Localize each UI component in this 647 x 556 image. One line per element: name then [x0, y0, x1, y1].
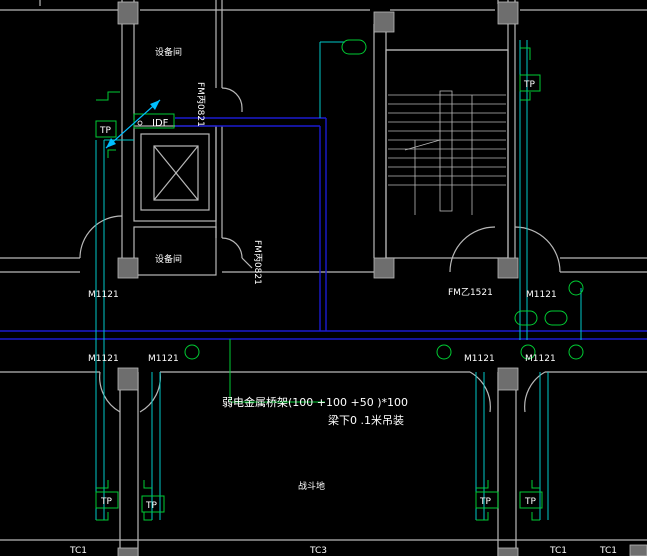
idf-cabinet: [105, 99, 175, 149]
label-door-m-left-upper: M1121: [88, 290, 119, 300]
label-hall: 战斗地: [298, 480, 325, 492]
label-door-m-lower-3: M1121: [464, 354, 495, 364]
stair-treads: [388, 90, 506, 215]
label-tp-lower-2: TP: [145, 501, 157, 511]
label-tray-note-line2: 梁下0 .1米吊装: [328, 413, 404, 427]
label-tp-upper-left: TP: [99, 126, 111, 136]
label-door-fm-top: FM丙0821: [195, 82, 206, 127]
label-door-fm-stair: FM乙1521: [448, 287, 493, 298]
device-lines: [96, 39, 584, 521]
label-idf: IDF: [152, 118, 169, 129]
tp-outlets: [95, 74, 543, 513]
label-tray-note-line1: 弱电金属桥架(100 +100 +50 )*100: [222, 395, 408, 409]
label-tc-2: TC3: [309, 546, 327, 556]
label-door-fm-bottom: FM丙0821: [252, 240, 263, 285]
label-tp-upper-right: TP: [523, 80, 535, 90]
label-tp-lower-4: TP: [524, 497, 536, 507]
label-equipment-room-top: 设备间: [155, 46, 182, 58]
label-tc-1: TC1: [69, 546, 87, 556]
label-door-m-lower-4: M1121: [525, 354, 556, 364]
label-tc-4: TC1: [599, 546, 617, 556]
label-door-m-lower-1: M1121: [88, 354, 119, 364]
label-door-m-lower-2: M1121: [148, 354, 179, 364]
columns: [117, 1, 647, 556]
label-tp-lower-1: TP: [100, 497, 112, 507]
cable-tray: [0, 117, 647, 340]
label-tc-3: TC1: [549, 546, 567, 556]
label-equipment-room-bottom: 设备间: [155, 253, 182, 265]
label-tp-lower-3: TP: [479, 497, 491, 507]
label-door-m-right-upper: M1121: [526, 290, 557, 300]
